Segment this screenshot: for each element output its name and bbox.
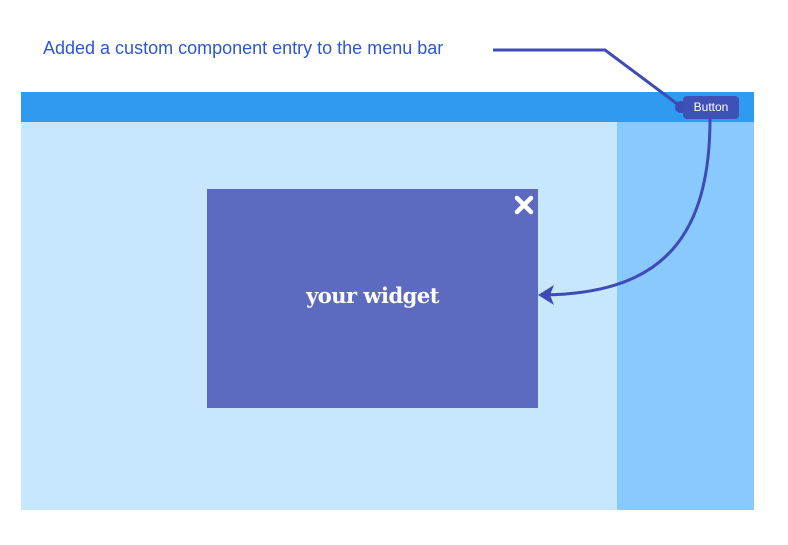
close-icon[interactable] (513, 194, 535, 216)
widget-label: your widget (306, 283, 439, 308)
menu-bar (21, 92, 754, 122)
menu-bar-button[interactable]: Button (683, 96, 739, 119)
custom-widget: your widget (207, 189, 538, 408)
side-panel (617, 122, 754, 510)
annotation-text: Added a custom component entry to the me… (43, 38, 444, 58)
